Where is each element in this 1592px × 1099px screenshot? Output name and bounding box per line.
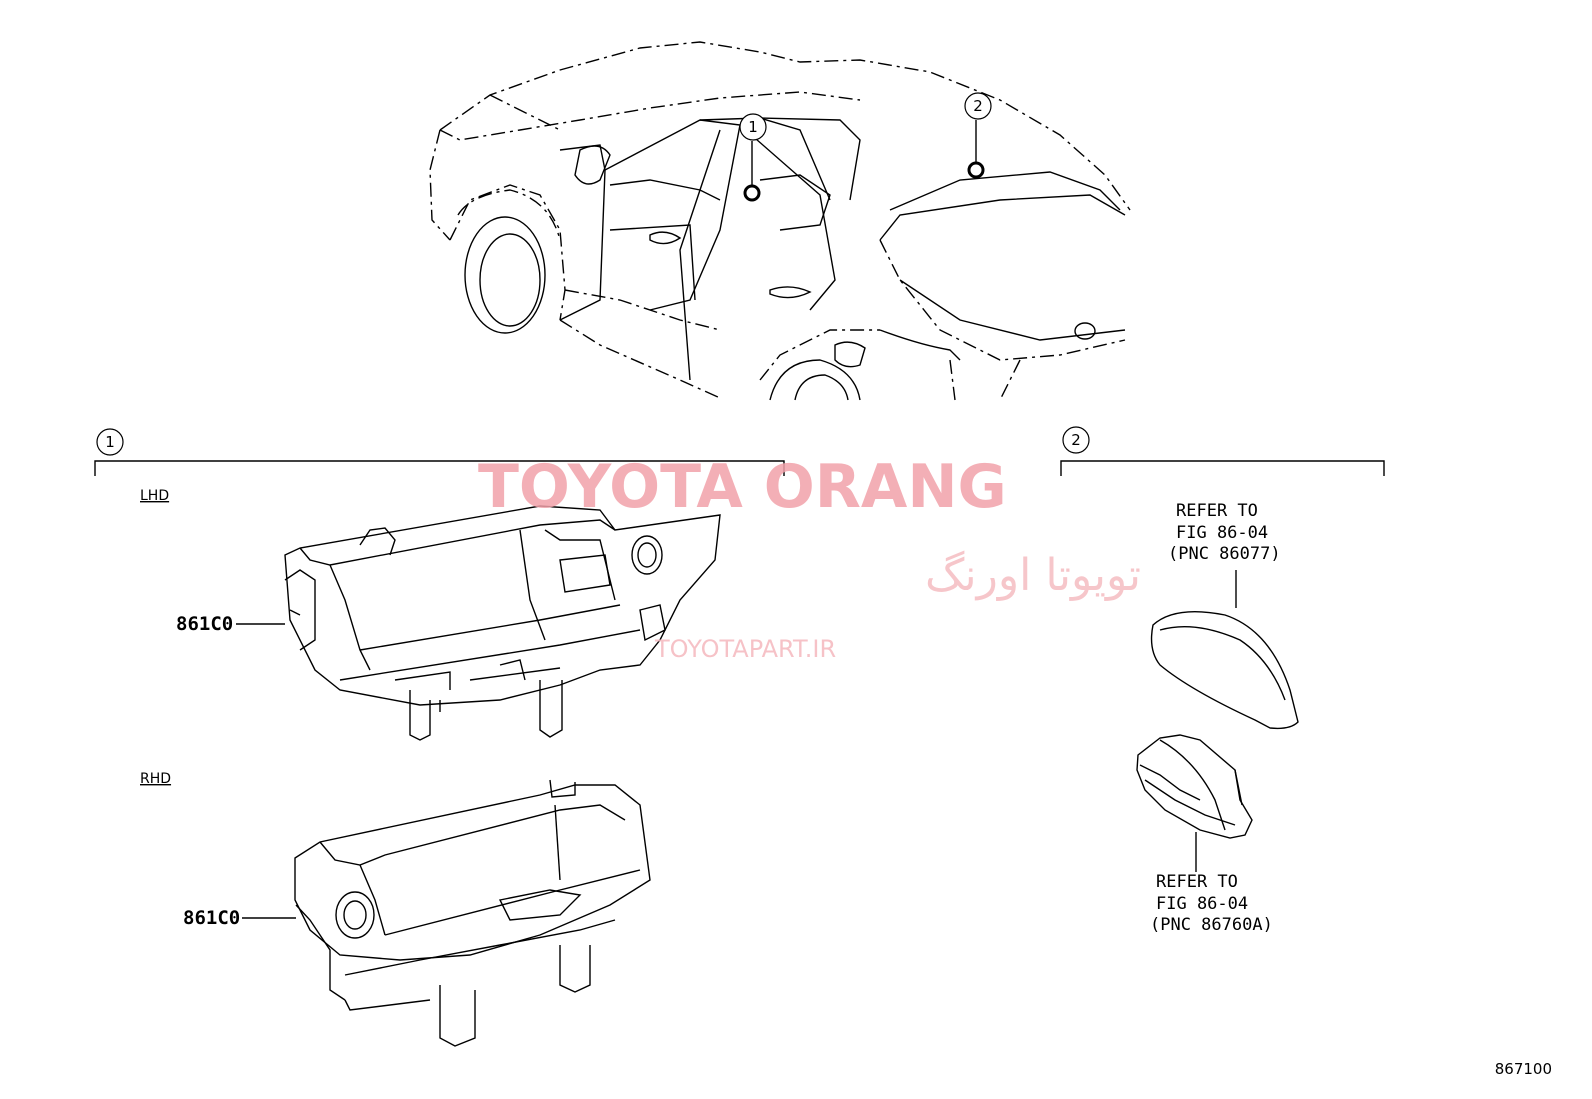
rhd-label: RHD <box>140 771 171 787</box>
svg-text:1: 1 <box>105 433 115 451</box>
watermark-brand-fa: تویوتا اورنگ <box>925 550 1141 601</box>
watermark-brand: TOYOTA ORANG <box>478 452 1007 522</box>
antenna-cover <box>1150 570 1299 730</box>
lhd-instrument-panel-box <box>284 505 721 741</box>
svg-text:(PNC 86760A): (PNC 86760A) <box>1150 915 1273 935</box>
reference-lower: REFER TO FIG 86-04 (PNC 86760A) <box>1150 872 1273 935</box>
section-1-bracket: 1 <box>94 428 785 476</box>
svg-text:(PNC 86077): (PNC 86077) <box>1168 544 1281 564</box>
lhd-label: LHD <box>140 488 169 504</box>
location-marker-1 <box>743 184 761 202</box>
svg-text:REFER TO: REFER TO <box>1176 501 1258 521</box>
rhd-part-number: 861C0 <box>183 907 240 929</box>
car-overview-illustration <box>429 41 1131 401</box>
lhd-part-number: 861C0 <box>176 613 233 635</box>
svg-text:1: 1 <box>748 118 758 136</box>
callout-top-2: 2 <box>964 92 992 120</box>
svg-text:2: 2 <box>973 97 983 115</box>
location-marker-2 <box>967 161 985 179</box>
svg-text:2: 2 <box>1071 431 1081 449</box>
figure-number: 867100 <box>1495 1060 1552 1078</box>
svg-text:FIG 86-04: FIG 86-04 <box>1156 894 1248 914</box>
callout-top-1: 1 <box>739 113 767 141</box>
watermark-site: TOYOTAPART.IR <box>654 635 836 663</box>
svg-text:REFER TO: REFER TO <box>1156 872 1238 892</box>
rhd-instrument-panel-box <box>294 779 651 1047</box>
section-2-bracket: 2 <box>1060 426 1385 476</box>
antenna-base-unit <box>1136 734 1253 872</box>
svg-text:FIG 86-04: FIG 86-04 <box>1176 523 1268 543</box>
reference-upper: REFER TO FIG 86-04 (PNC 86077) <box>1168 501 1281 564</box>
